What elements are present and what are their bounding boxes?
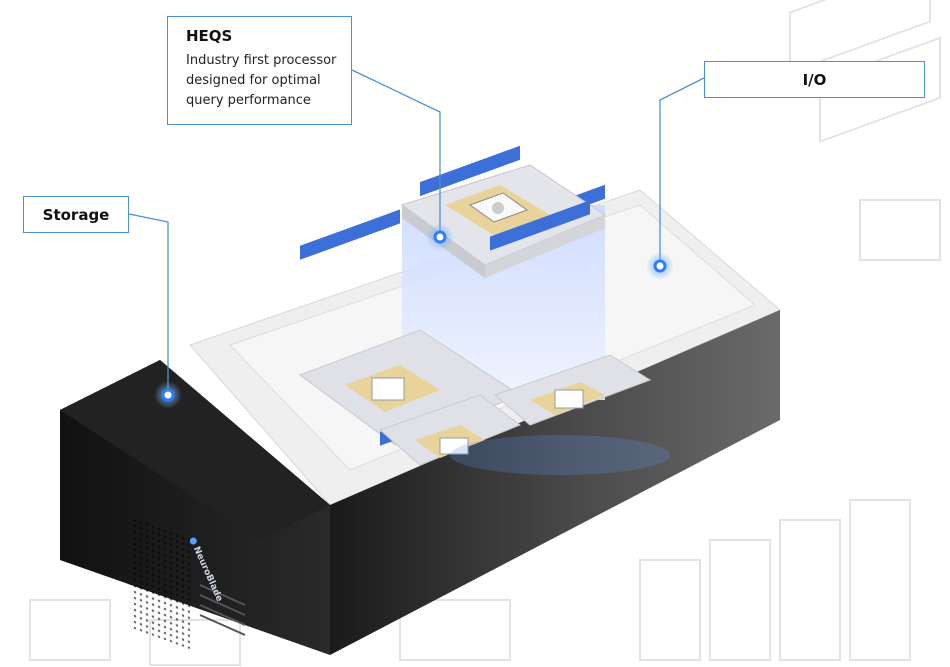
chassis-front-face: [330, 310, 780, 655]
callout-storage: Storage: [23, 196, 129, 233]
chassis-left-top: [60, 360, 330, 540]
callout-storage-title: Storage: [42, 205, 110, 224]
vent-dots: [130, 517, 190, 650]
callout-heqs-line-2: designed for optimal: [186, 73, 321, 88]
logo-mark-icon: [188, 536, 198, 546]
hotspot-io[interactable]: [646, 252, 674, 280]
front-glow: [450, 435, 670, 475]
hotspot-heqs[interactable]: [426, 223, 454, 251]
lower-processor-middle: [379, 394, 522, 466]
callout-heqs-title: HEQS: [186, 27, 233, 45]
vent-slots: [199, 584, 246, 636]
callout-heqs-description: Industry first processor designed for op…: [186, 51, 337, 111]
callout-heqs-line-1: Industry first processor: [186, 53, 337, 68]
callout-leaders: [128, 69, 705, 395]
callout-heqs-line-3: query performance: [186, 93, 311, 108]
hotspot-storage[interactable]: [154, 381, 182, 409]
callout-io: I/O: [704, 61, 925, 98]
callout-io-title: I/O: [802, 70, 827, 89]
callout-heqs: HEQS Industry first processor designed f…: [167, 16, 352, 125]
background-wireframe: [29, 0, 941, 666]
